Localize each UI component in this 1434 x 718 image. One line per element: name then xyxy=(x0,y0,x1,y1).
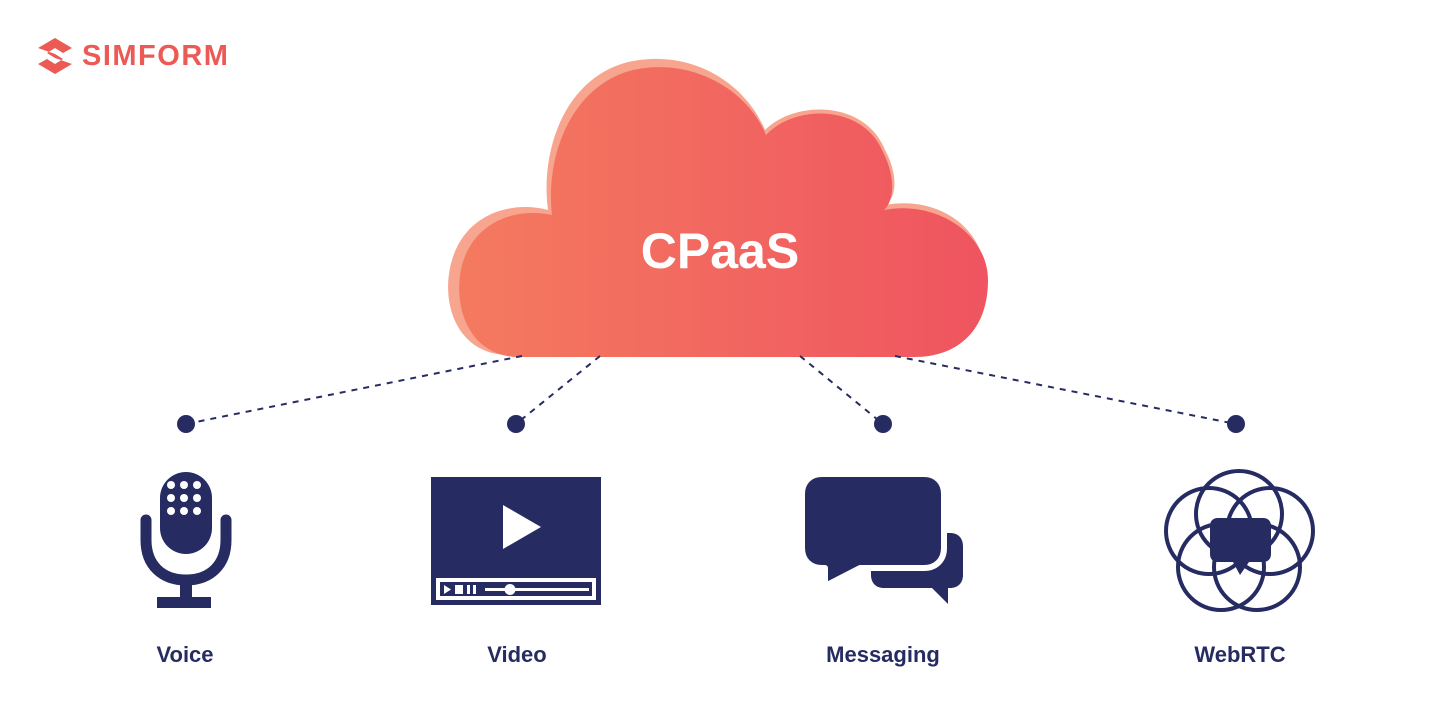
service-label-webrtc: WebRTC xyxy=(1194,642,1286,667)
service-label-voice: Voice xyxy=(156,642,214,667)
service-label-messaging: Messaging xyxy=(826,642,940,667)
connector-dot-messaging xyxy=(874,415,892,433)
connector-video xyxy=(515,355,601,425)
video-player-icon xyxy=(431,477,601,605)
cpaas-cloud xyxy=(448,58,988,357)
brand-name: SIMFORM xyxy=(82,39,230,72)
connectors xyxy=(177,355,1245,433)
webrtc-icon xyxy=(1164,469,1315,612)
microphone-icon xyxy=(140,472,232,608)
connector-webrtc xyxy=(894,355,1237,425)
connector-messaging xyxy=(799,355,884,425)
simform-logo-icon xyxy=(38,38,72,74)
connector-dot-voice xyxy=(177,415,195,433)
service-label-video: Video xyxy=(487,642,547,667)
cloud-label: CPaaS xyxy=(640,223,800,279)
simform-logo[interactable]: SIMFORM xyxy=(36,36,229,76)
connector-dot-webrtc xyxy=(1227,415,1245,433)
connector-dot-video xyxy=(507,415,525,433)
connector-voice xyxy=(185,355,523,425)
cloud-body xyxy=(459,67,988,357)
chat-bubbles-icon xyxy=(799,471,963,604)
